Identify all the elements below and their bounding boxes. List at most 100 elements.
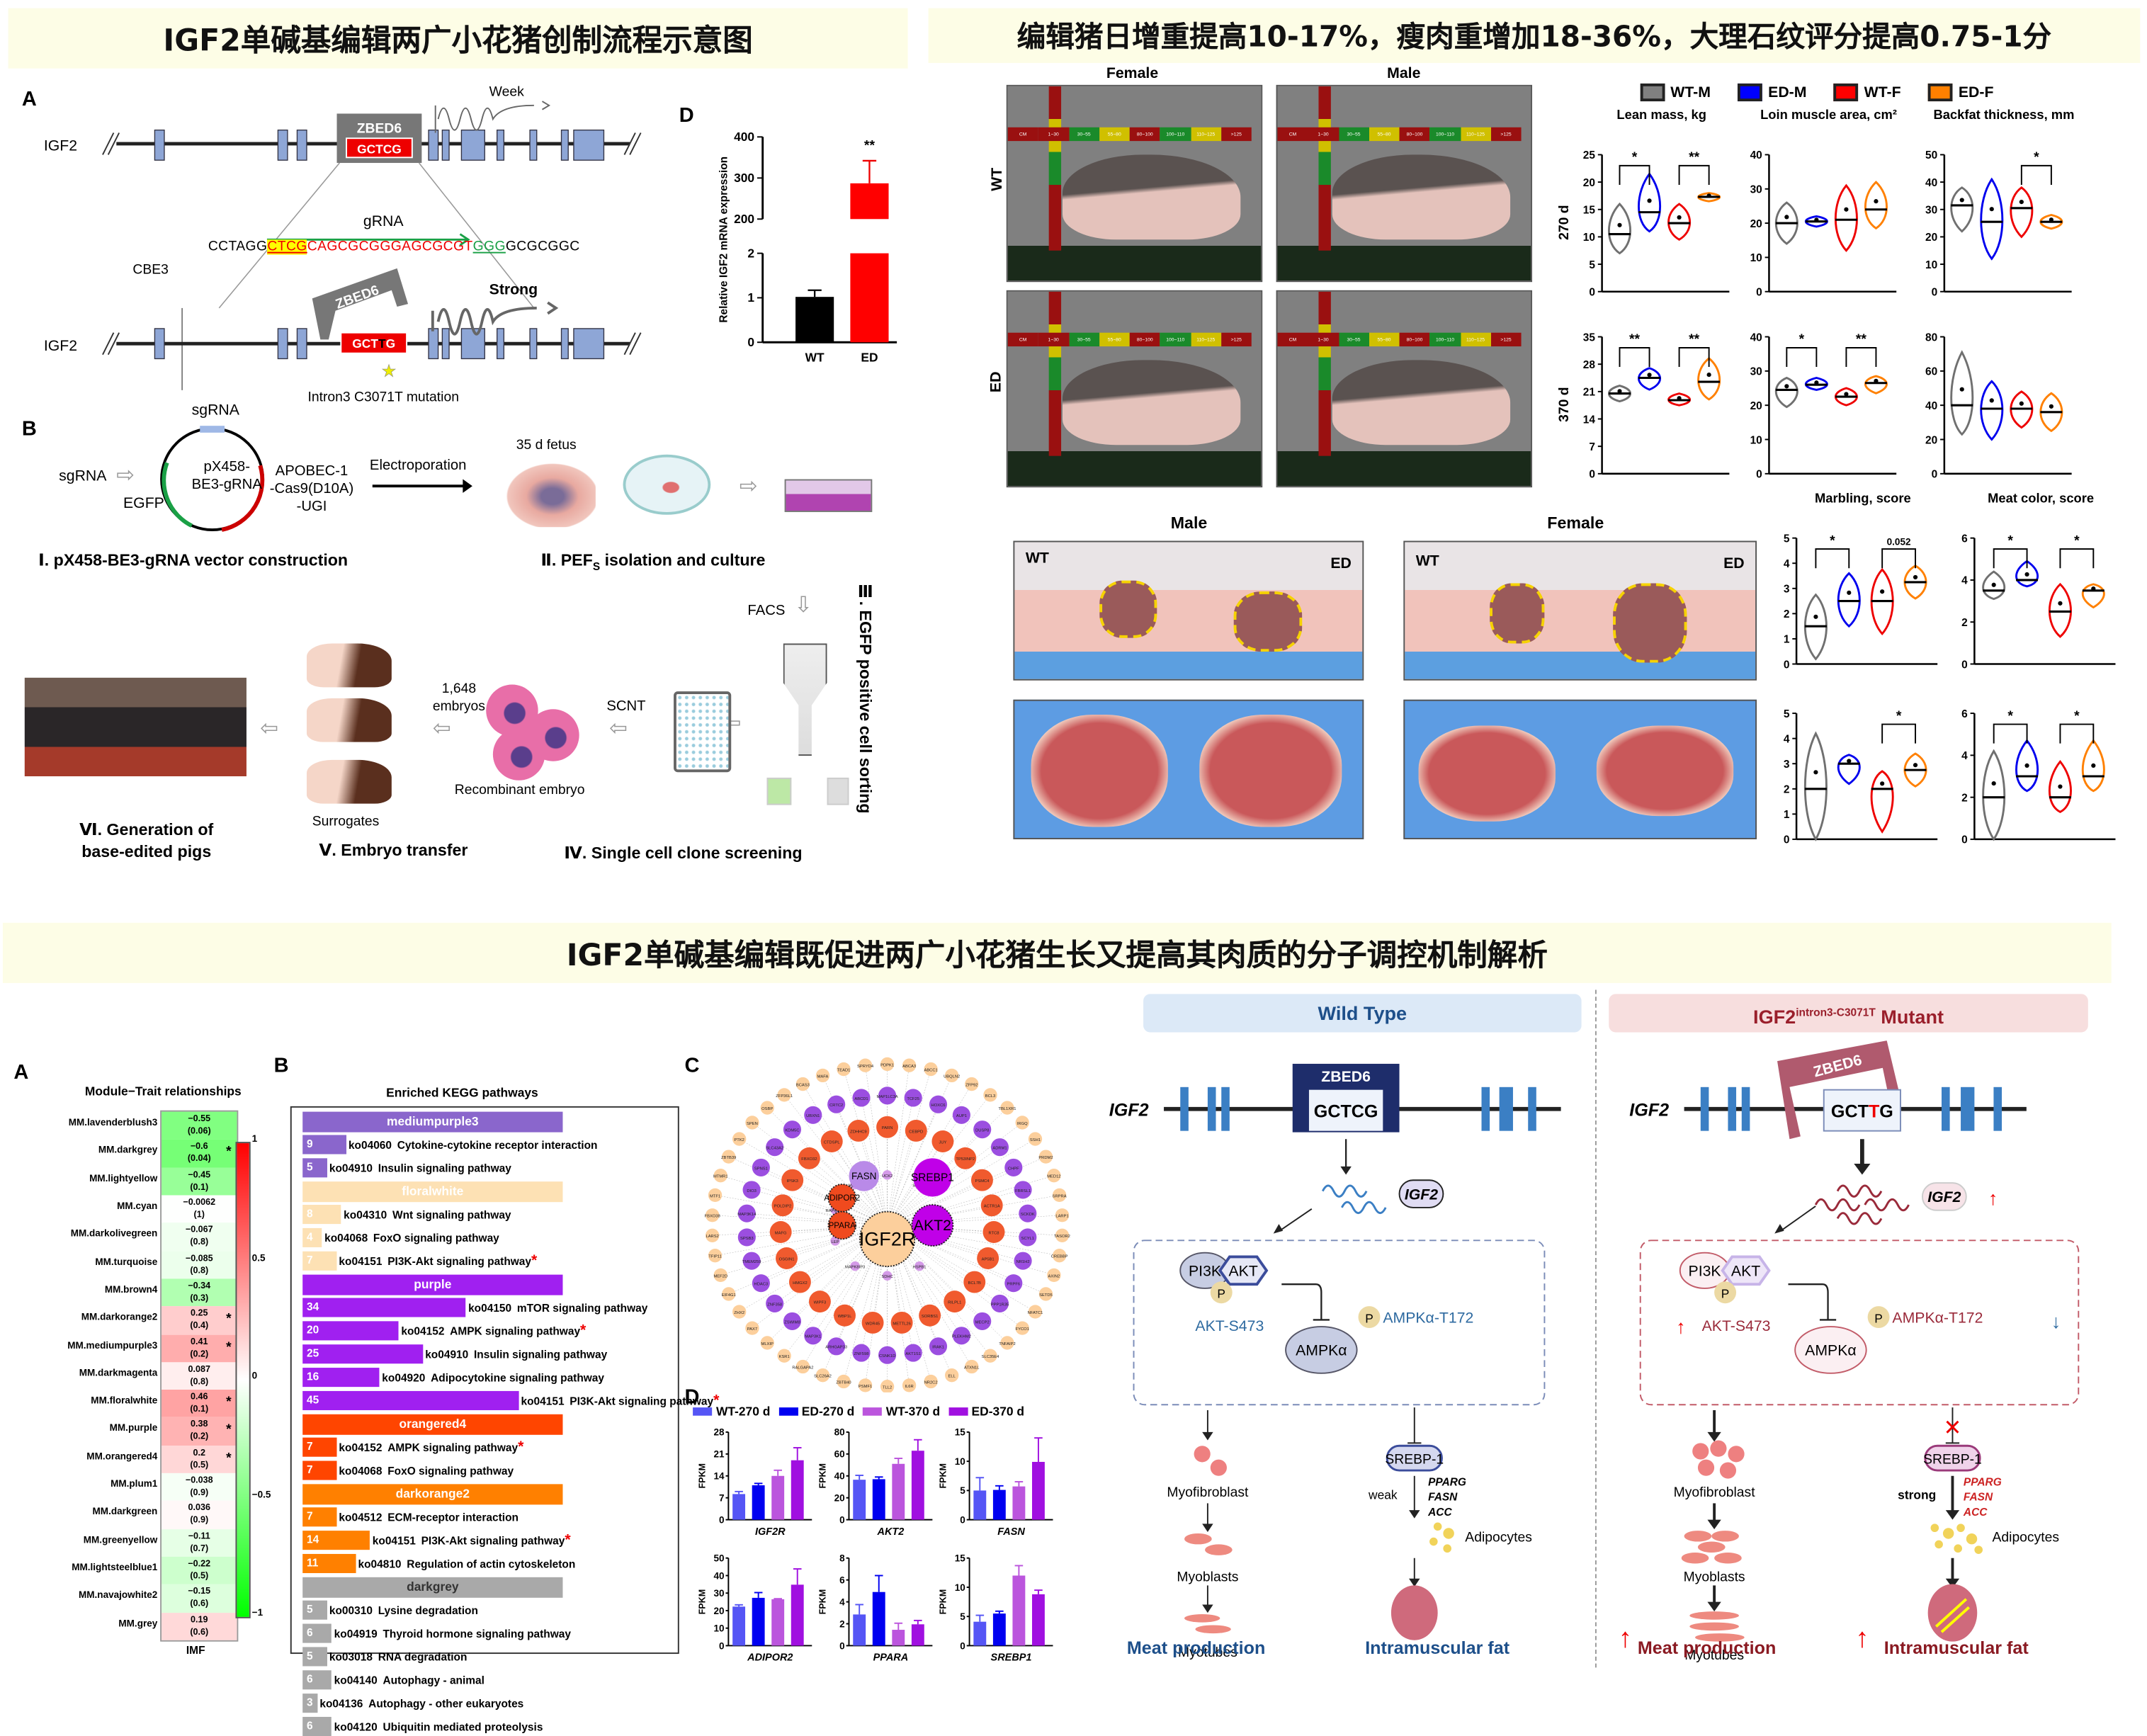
network-node-label: OSBP [761, 1107, 773, 1111]
network-node-label: WDR45 [866, 1322, 880, 1326]
y-tick-label: 20 [834, 1493, 845, 1504]
significance-star: * [226, 1312, 232, 1327]
sgrna-arrow-icon: ⇨ [116, 464, 135, 488]
kegg-pathway-name: AMPK signaling pathway [387, 1441, 519, 1453]
ruler-segment: 80~100 [1129, 127, 1160, 142]
motif-wt: GCTCG [357, 142, 402, 156]
kegg-pathway-name: PI3K-Akt signaling pathway [387, 1254, 532, 1267]
network-node [847, 1120, 870, 1142]
network-node [827, 1095, 846, 1113]
network-node-label: TLL2 [883, 1386, 892, 1390]
y-tick-label: 2 [747, 246, 754, 260]
network-node-label: CHPF [1008, 1167, 1019, 1171]
wt-mechanism-diagram: IGF2 ZBED6 GCTCG IGF2 PI3K AKT P AKT-S47… [1109, 1063, 1561, 1660]
down-arrow-icon: ↓ [2051, 1311, 2061, 1332]
y-tick-label: 4 [1961, 750, 1968, 762]
network-node-label: MED12 [1047, 1175, 1060, 1179]
network-node-label: ATXN1L [964, 1366, 980, 1370]
correlation-value: 0.38 [191, 1420, 208, 1430]
network-node [804, 1106, 822, 1124]
kegg-pathway-name: PI3K-Akt signaling pathway [570, 1394, 714, 1407]
network-node [980, 1194, 1003, 1217]
data-point [2024, 763, 2029, 768]
y-axis-label: FPKM [939, 1463, 948, 1489]
violin-shape [1804, 215, 1828, 228]
y-tick-label: 200 [734, 212, 754, 226]
network-node-label: BCAS3 [796, 1083, 810, 1087]
p-value: (0.9) [190, 1516, 209, 1526]
network-node [795, 1359, 810, 1374]
wt-srebp: SREBP-1 [1385, 1452, 1444, 1467]
network-node-label: TCF25 [907, 1097, 919, 1101]
kegg-pathway-name: FoxO signaling pathway [387, 1464, 514, 1477]
network-node-label: ELL [948, 1375, 956, 1379]
ruler-segment: CM [1007, 127, 1038, 142]
kegg-pathway-name: mTOR signaling pathway [516, 1301, 648, 1314]
network-node [965, 1077, 979, 1091]
network-node-label: PSMF1 [859, 1385, 872, 1389]
facs-arrow-icon: ⇩ [794, 594, 813, 618]
p-value: (0.5) [190, 1460, 209, 1470]
mut-akt-p: P [1721, 1286, 1730, 1300]
mut-akt-site: AKT-S473 [1702, 1317, 1771, 1334]
grna-label: gRNA [363, 212, 404, 229]
correlation-value: −0.0062 [183, 1198, 216, 1208]
kegg-pathway-id: ko04919 [334, 1627, 378, 1640]
chart-title: Loin muscle area, cm² [1760, 107, 1897, 122]
network-node [902, 1378, 917, 1392]
y-tick-label: 0 [719, 1514, 725, 1525]
ruler-segment: 100~110 [1160, 127, 1191, 142]
y-tick-label: 1 [747, 290, 754, 305]
network-node-label: FBXO38 [705, 1215, 720, 1219]
mut-title-box: IGF2intron3-C3071T Mutant [1609, 994, 2088, 1033]
kegg-module-header: darkorange2 [302, 1484, 563, 1505]
data-point [1814, 380, 1819, 385]
network-node [1015, 1321, 1029, 1335]
kegg-count-bar: 4 [302, 1227, 322, 1247]
wt-akt-site: AKT-S473 [1195, 1317, 1264, 1334]
x-tick-label: WT [805, 350, 825, 363]
significance-label: * [2074, 709, 2080, 724]
significance-star: * [226, 1451, 232, 1466]
y-tick-label: 10 [955, 1582, 965, 1593]
correlation-value: 0.46 [191, 1392, 208, 1402]
scnt-arrow-icon: ⇦ [609, 717, 628, 741]
significance-bracket [1881, 723, 1916, 744]
data-point [1880, 781, 1885, 786]
loin-area-outline [1613, 583, 1687, 663]
gene-label: FASN [997, 1526, 1025, 1538]
kegg-pathway-name: AMPK signaling pathway [450, 1324, 581, 1337]
correlation-value: 0.2 [193, 1448, 205, 1458]
data-point [1617, 389, 1622, 394]
network-node [1055, 1228, 1070, 1242]
y-tick-label: 6 [1961, 533, 1968, 545]
violin-shape [1774, 376, 1798, 409]
network-node [929, 1095, 948, 1113]
row-label-370d: 370 d [1557, 387, 1573, 422]
network-node [1028, 1305, 1043, 1319]
network-node-label: PRPF6 [1007, 1283, 1020, 1287]
mut-myofibroblast: Myofibroblast [1674, 1485, 1756, 1500]
network-node [781, 1169, 804, 1191]
legend-swatch [948, 1407, 968, 1416]
kegg-pathway-id: ko04151 [339, 1254, 383, 1267]
data-point [1784, 384, 1789, 389]
row-label-ed: ED [987, 371, 1005, 393]
kegg-pathway-name: PI3K-Akt signaling pathway [421, 1533, 565, 1547]
network-node-label: FYCO1 [1016, 1327, 1029, 1332]
network-node [945, 1068, 959, 1083]
network-node [1000, 1101, 1014, 1115]
y-tick-label: 14 [1583, 414, 1596, 426]
heatmap-colorbar [235, 1142, 251, 1618]
legend-label: ED-370 d [971, 1405, 1025, 1419]
violin-shape [1607, 202, 1632, 255]
kegg-pathway-id: ko04060 [348, 1138, 392, 1151]
network-node [904, 1089, 922, 1107]
ruler-segment: 30~55 [1068, 127, 1099, 142]
kegg-pathway-name: Regulation of actin cytoskeleton [407, 1557, 576, 1570]
